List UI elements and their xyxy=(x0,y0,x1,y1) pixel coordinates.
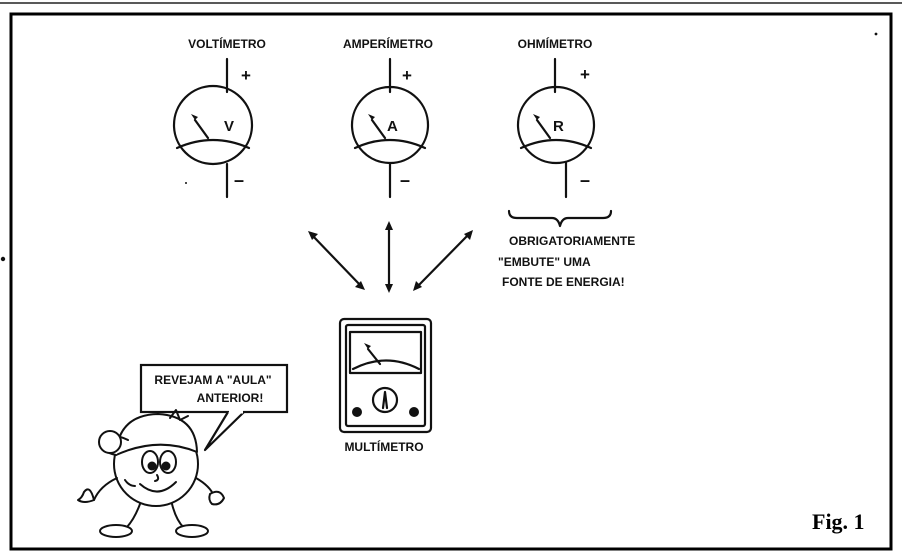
voltmeter-plus: + xyxy=(241,66,251,85)
multimeter-selector xyxy=(371,386,399,414)
multimeter-needle xyxy=(366,347,382,366)
scan-speck xyxy=(874,32,878,36)
ohmmeter-dial xyxy=(516,85,596,165)
voltmeter-needle xyxy=(193,118,210,140)
voltmeter-dial xyxy=(172,84,254,166)
ohmmeter-minus: – xyxy=(580,170,590,190)
svg-text:OBRIGATORIAMENTE: OBRIGATORIAMENTE xyxy=(509,234,635,248)
multimeter-jack-right xyxy=(409,407,419,417)
ohmmeter-needle xyxy=(535,118,552,140)
voltmeter: VOLTÍMETRO + V – xyxy=(172,36,266,199)
figure-frame xyxy=(9,12,893,551)
mascot-illustration xyxy=(77,409,225,538)
ammeter: AMPERÍMETRO + A – xyxy=(343,36,433,199)
voltmeter-minus: – xyxy=(234,170,244,190)
multimeter: MULTÍMETRO xyxy=(338,317,433,454)
voltmeter-label: VOLTÍMETRO xyxy=(188,36,266,51)
arrow-left xyxy=(309,232,364,289)
ammeter-needle xyxy=(370,118,387,140)
arrow-right xyxy=(414,231,472,290)
ohmmeter-label: OHMÍMETRO xyxy=(518,36,593,51)
arrows xyxy=(308,221,473,293)
ohmmeter-brace xyxy=(507,209,613,228)
ammeter-symbol: A xyxy=(387,118,398,135)
ohmmeter-symbol: R xyxy=(553,118,564,135)
multimeter-display xyxy=(348,330,423,375)
ammeter-plus: + xyxy=(402,66,412,85)
svg-text:FONTE DE ENERGIA!: FONTE DE ENERGIA! xyxy=(502,275,625,289)
scan-speck xyxy=(0,256,6,262)
scan-speck xyxy=(185,182,187,184)
multimeter-jack-left xyxy=(352,407,362,417)
svg-text:REVEJAM A "AULA": REVEJAM A "AULA" xyxy=(154,373,271,387)
multimeter-label: MULTÍMETRO xyxy=(344,439,423,454)
svg-text:ANTERIOR!: ANTERIOR! xyxy=(197,391,264,405)
voltmeter-symbol: V xyxy=(224,118,234,135)
speech-bubble: REVEJAM A "AULA" ANTERIOR! xyxy=(139,363,289,452)
figure-label: Fig. 1 xyxy=(812,509,865,534)
ammeter-minus: – xyxy=(400,170,410,190)
ohmmeter: OHMÍMETRO + R – xyxy=(516,36,596,199)
ammeter-label: AMPERÍMETRO xyxy=(343,36,433,51)
ohmmeter-note: OBRIGATORIAMENTE "EMBUTE" UMA FONTE DE E… xyxy=(498,234,635,289)
ohmmeter-plus: + xyxy=(580,65,590,84)
svg-text:"EMBUTE" UMA: "EMBUTE" UMA xyxy=(498,255,591,269)
